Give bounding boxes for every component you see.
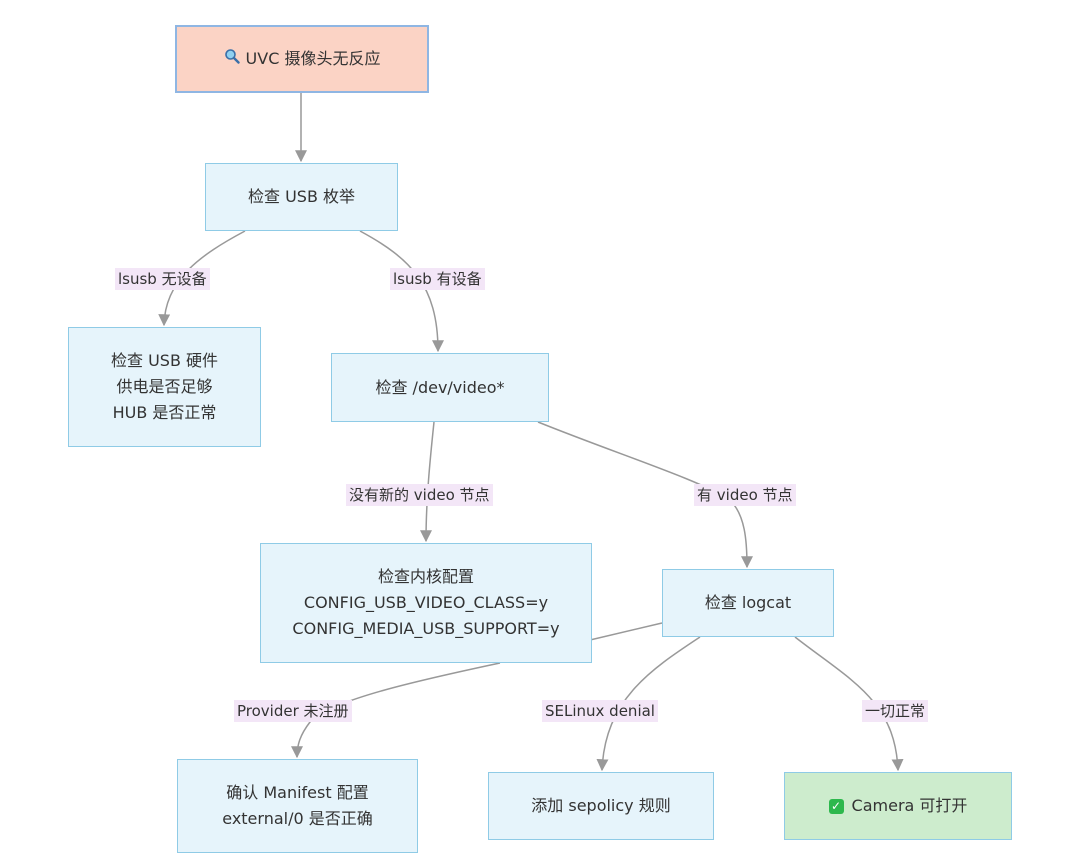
start-node-label: UVC 摄像头无反应 — [245, 49, 381, 68]
kernel-config-line: CONFIG_USB_VIDEO_CLASS=y — [303, 593, 549, 612]
dev-video-node: 检查 /dev/video* — [331, 353, 549, 422]
kernel-config-node: 检查内核配置 CONFIG_USB_VIDEO_CLASS=y CONFIG_M… — [260, 543, 592, 663]
edge-label-has-video: 有 video 节点 — [694, 484, 796, 506]
camera-ok-node: ✓ Camera 可打开 — [784, 772, 1012, 840]
edge-logcat-to-camera-ok — [794, 636, 904, 772]
kernel-config-line: 检查内核配置 — [377, 567, 474, 586]
edge-check-usb-to-dev-video — [359, 230, 444, 353]
start-node: UVC 摄像头无反应 — [175, 25, 429, 93]
manifest-line: 确认 Manifest 配置 — [226, 783, 369, 802]
logcat-node: 检查 logcat — [662, 569, 834, 637]
check-usb-node: 检查 USB 枚举 — [205, 163, 398, 231]
usb-hardware-line: HUB 是否正常 — [112, 403, 217, 422]
usb-hardware-node: 检查 USB 硬件 供电是否足够 HUB 是否正常 — [68, 327, 261, 447]
edge-label-no-video: 没有新的 video 节点 — [346, 484, 493, 506]
sepolicy-node: 添加 sepolicy 规则 — [488, 772, 714, 840]
edge-label-has-device: lsusb 有设备 — [390, 268, 485, 290]
edge-label-all-ok: 一切正常 — [862, 700, 929, 722]
kernel-config-line: CONFIG_MEDIA_USB_SUPPORT=y — [292, 619, 560, 638]
logcat-label: 检查 logcat — [704, 593, 792, 612]
check-icon: ✓ — [828, 798, 844, 814]
camera-ok-label: Camera 可打开 — [851, 796, 968, 815]
magnifier-icon — [224, 46, 240, 72]
usb-hardware-line: 检查 USB 硬件 — [110, 351, 219, 370]
usb-hardware-line: 供电是否足够 — [116, 377, 213, 396]
sepolicy-label: 添加 sepolicy 规则 — [531, 796, 671, 815]
edge-logcat-to-sepolicy — [596, 636, 701, 772]
edge-label-no-device: lsusb 无设备 — [115, 268, 210, 290]
manifest-line: external/0 是否正确 — [222, 809, 373, 828]
edge-label-provider: Provider 未注册 — [234, 700, 352, 722]
check-usb-label: 检查 USB 枚举 — [247, 187, 356, 206]
edge-label-selinux: SELinux denial — [542, 700, 658, 722]
manifest-node: 确认 Manifest 配置 external/0 是否正确 — [177, 759, 418, 853]
edge-dev-video-to-kernel — [420, 421, 435, 543]
dev-video-label: 检查 /dev/video* — [375, 377, 505, 397]
